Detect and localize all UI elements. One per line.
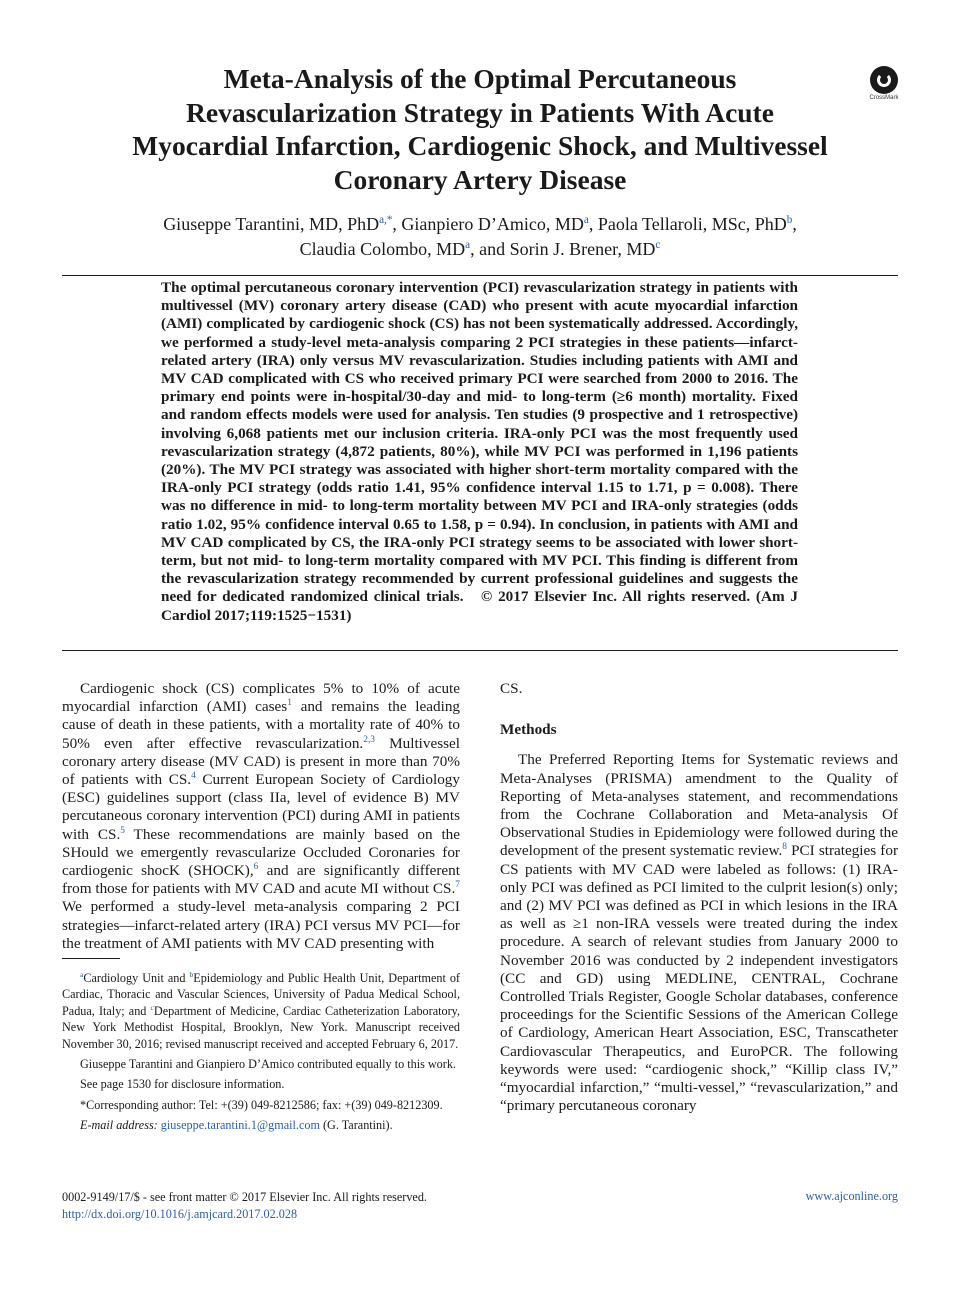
footnotes: aCardiology Unit and bEpidemiology and P… [62, 970, 460, 1138]
abstract-top-rule [62, 275, 898, 276]
disclosure-note: See page 1530 for disclosure information… [80, 1077, 285, 1092]
email-owner: (G. Tarantini). [319, 1118, 393, 1133]
equal-contribution-note: Giuseppe Tarantini and Gianpiero D’Amico… [80, 1057, 456, 1072]
footnote-rule [62, 958, 120, 959]
methods-heading: Methods [500, 721, 557, 739]
body-text: and remains the leading cause of death i… [62, 698, 461, 752]
title-line: Revascularization Strategy in Patients W… [186, 96, 774, 128]
footnote-text: Epidemiology and Public Health Unit, Dep… [62, 971, 460, 1018]
methods-paragraph: The Preferred Reporting Items for System… [500, 751, 898, 1115]
affiliation-marker: a [80, 969, 84, 979]
author-line: Claudia Colombo, MDa, and Sorin J. Brene… [90, 237, 870, 262]
citation-link[interactable]: 2,3 [363, 734, 375, 745]
author-name: Claudia Colombo, MD [299, 239, 466, 259]
body-text: and are significantly different from tho… [62, 862, 460, 898]
author-name: , and Sorin J. Brener, MD [470, 239, 656, 259]
abstract-bottom-rule [62, 650, 898, 651]
body-text: These recommendations are mainly based o… [62, 825, 461, 880]
abstract-text: The optimal percutaneous coronary interv… [161, 279, 798, 624]
crossmark-badge[interactable]: CrossMark [864, 66, 904, 101]
body-text: We performed a study-level meta-analysis… [62, 898, 460, 952]
crossmark-icon [870, 66, 898, 94]
left-column: Cardiogenic shock (CS) complicates 5% to… [62, 680, 460, 953]
affiliation-marker: c [150, 1002, 154, 1012]
body-text: Current European Society of Cardiology (… [62, 771, 460, 843]
corresponding-author-note: *Corresponding author: Tel: +(39) 049-82… [80, 1097, 443, 1112]
affiliation-marker[interactable]: b [786, 214, 793, 226]
issn-line: 0002-9149/17/$ - see front matter © 2017… [62, 1190, 427, 1204]
footnote-text: Cardiology Unit and [83, 971, 190, 985]
body-text: The Preferred Reporting Items for System… [500, 751, 898, 860]
crossmark-label: CrossMark [869, 95, 899, 101]
doi-link[interactable]: http://dx.doi.org/10.1016/j.amjcard.2017… [62, 1207, 298, 1221]
intro-paragraph: Cardiogenic shock (CS) complicates 5% to… [62, 680, 460, 953]
citation-link[interactable]: 8 [782, 842, 787, 853]
author-name: , Gianpiero D’Amico, MD [392, 214, 584, 234]
affiliation-marker[interactable]: c [655, 239, 661, 251]
citation-link[interactable]: 6 [253, 861, 259, 872]
right-column: CS. Methods The Preferred Reporting Item… [500, 680, 898, 1115]
affiliation-marker[interactable]: a [583, 214, 589, 226]
intro-paragraph-continued: CS. [500, 680, 523, 697]
citation-link[interactable]: 4 [191, 770, 196, 781]
author-name: Giuseppe Tarantini, MD, PhD [163, 214, 380, 234]
title-line: Myocardial Infarction, Cardiogenic Shock… [132, 130, 828, 161]
body-text: PCI strategies for CS patients with MV C… [500, 842, 898, 1115]
email-label: E-mail address: [80, 1118, 158, 1133]
affiliation-marker[interactable]: a,* [379, 214, 393, 226]
citation-link[interactable]: 1 [287, 698, 292, 709]
title-line: Coronary Artery Disease [333, 163, 627, 195]
email-note: E-mail address: giuseppe.tarantini.1@gma… [62, 1117, 460, 1133]
journal-website-link[interactable]: www.ajconline.org [805, 1189, 898, 1203]
footnote-text: Department of Medicine, Cardiac Catheter… [62, 1003, 460, 1051]
title-line: Meta-Analysis of the Optimal Percutaneou… [223, 63, 737, 94]
author-separator: , [792, 214, 797, 234]
body-text: Multivessel coronary artery disease (MV … [62, 734, 461, 789]
author-name: , Paola Tellaroli, MSc, PhD [588, 214, 787, 234]
author-list: Giuseppe Tarantini, MD, PhDa,*, Gianpier… [90, 212, 870, 262]
article-title: Meta-Analysis of the Optimal Percutaneou… [100, 62, 860, 196]
email-link[interactable]: giuseppe.tarantini.1@gmail.com [160, 1118, 320, 1133]
affiliation-marker[interactable]: a [465, 239, 471, 251]
body-text: Cardiogenic shock (CS) complicates 5% to… [62, 680, 460, 716]
citation-link[interactable]: 5 [120, 825, 125, 836]
author-line: Giuseppe Tarantini, MD, PhDa,*, Gianpier… [90, 212, 870, 237]
affiliation-marker: b [189, 969, 194, 979]
affiliation-footnote: aCardiology Unit and bEpidemiology and P… [62, 970, 460, 1052]
footer-left: 0002-9149/17/$ - see front matter © 2017… [62, 1189, 427, 1223]
citation-link[interactable]: 7 [455, 880, 460, 891]
